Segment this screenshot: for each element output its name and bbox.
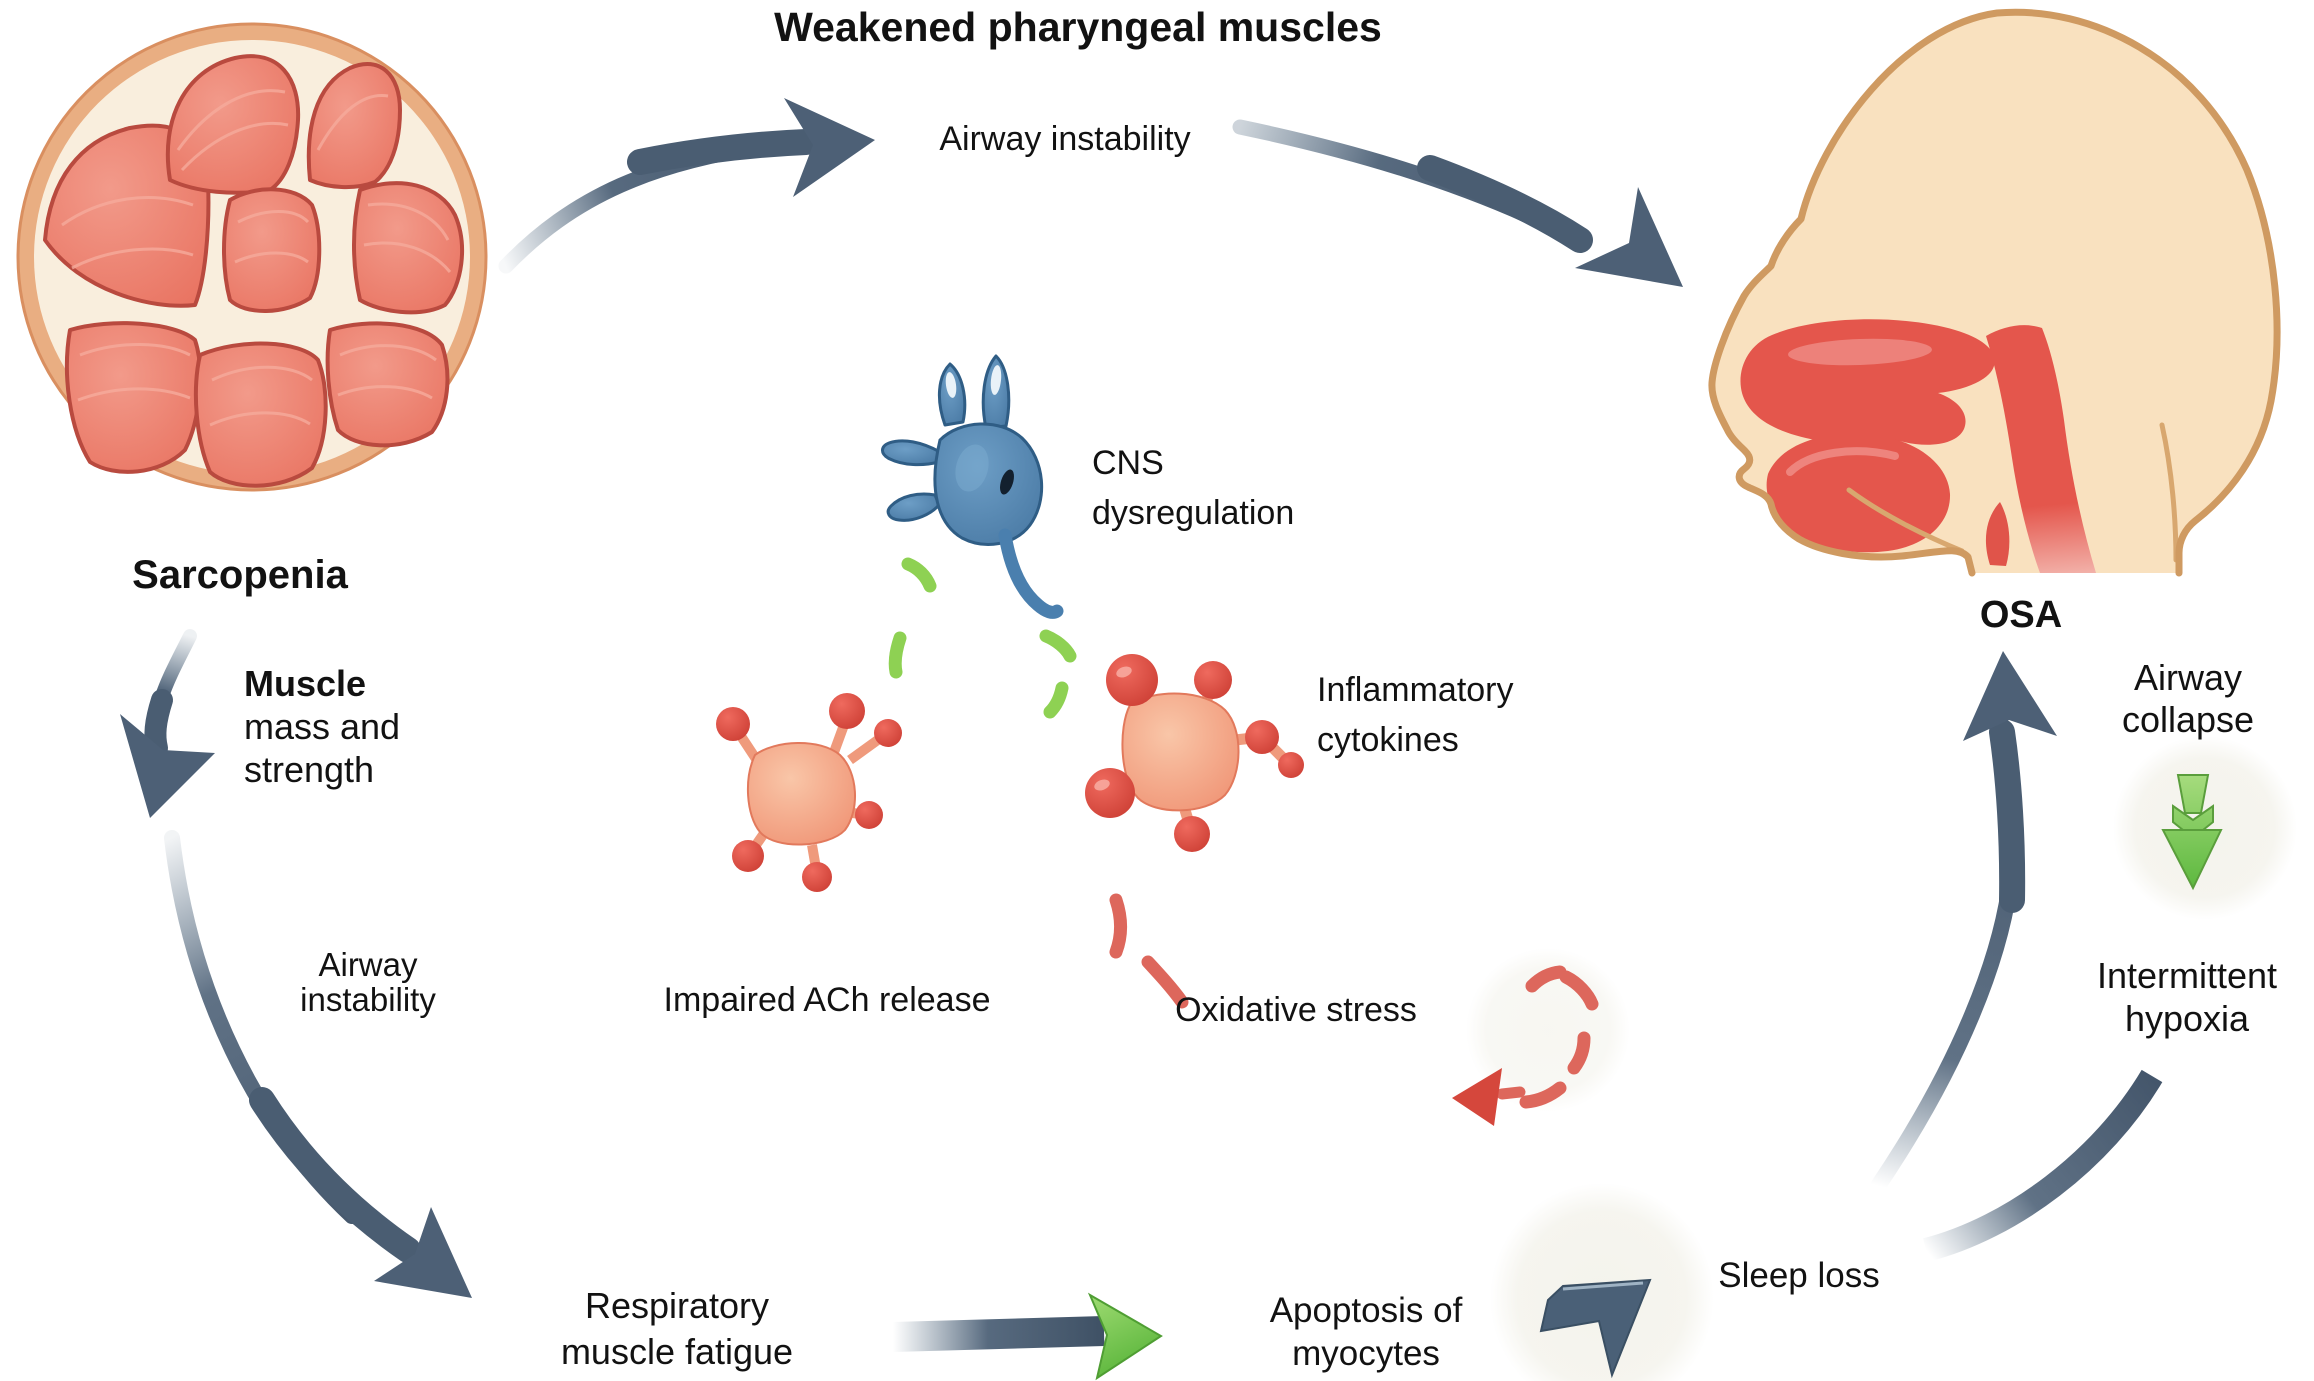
neuron-icon xyxy=(881,354,1064,619)
osa-label: OSA xyxy=(1979,594,2063,636)
blob-behind-cursor-arrow xyxy=(1490,1183,1714,1381)
curved-arrow-hypoxia-to-osa xyxy=(1870,651,2057,1194)
curved-arrow-airway-instability-to-head xyxy=(1232,119,1683,287)
muscle-mass-strength-label-bold: Muscle xyxy=(244,663,367,704)
head-airway-illustration xyxy=(1708,8,2281,577)
impaired-ach-release-label: Impaired ACh release xyxy=(663,981,991,1019)
airway-instability-top-label: Airway instability xyxy=(939,120,1191,158)
curved-arrow-sleep-loss-to-hypoxia xyxy=(1922,1069,2163,1262)
cursor-arrow-apoptosis-to-sleep-loss xyxy=(1539,1278,1652,1379)
green-vesicle-dashes xyxy=(888,557,1077,719)
arrow-sarcopenia-to-muscle-mass xyxy=(120,629,215,818)
sarcopenia-label: Sarcopenia xyxy=(132,553,348,597)
curved-arrow-muscle-to-airway-instability xyxy=(498,98,875,274)
red-dashed-arrowhead xyxy=(1452,1068,1502,1126)
airway-collapse-label: Airway collapse xyxy=(2121,657,2255,740)
apoptosis-of-myocytes-label: Apoptosis of myocytes xyxy=(1269,1291,1463,1373)
intermittent-hypoxia-label: Intermittent hypoxia xyxy=(2096,955,2278,1039)
muscle-mass-strength-label-rest: mass and strength xyxy=(244,706,401,790)
cytokine-molecule-icon xyxy=(1085,654,1304,852)
ach-molecule-icon xyxy=(716,693,902,892)
sleep-loss-label: Sleep loss xyxy=(1718,1256,1880,1295)
muscle-cross-section-illustration xyxy=(16,22,488,492)
oxidative-stress-label: Oxidative stress xyxy=(1175,991,1417,1029)
curved-arrow-muscle-mass-to-respiratory-fatigue xyxy=(164,830,472,1298)
green-double-arrow-airway-collapse xyxy=(2161,774,2223,891)
red-dashed-cycle-arrow xyxy=(1109,893,1599,1109)
diagram-title: Weakened pharyngeal muscles xyxy=(774,4,1382,50)
cns-dysregulation-label: CNS dysregulation xyxy=(1092,444,1295,532)
respiratory-muscle-fatigue-label: Respiratory muscle fatigue xyxy=(560,1285,794,1372)
arrow-fatigue-to-apoptosis xyxy=(892,1292,1163,1381)
airway-instability-left-label: Airway instability xyxy=(300,946,436,1018)
inflammatory-cytokines-label: Inflammatory cytokines xyxy=(1317,671,1514,759)
